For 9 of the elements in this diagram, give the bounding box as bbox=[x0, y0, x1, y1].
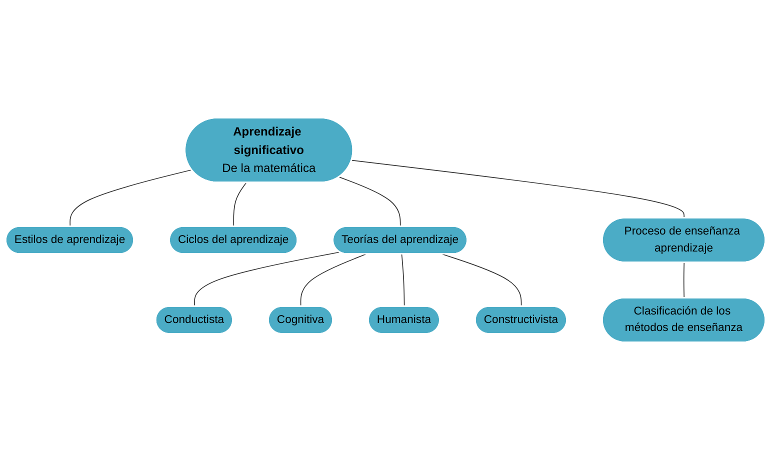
connector bbox=[338, 176, 401, 228]
connector bbox=[233, 182, 247, 228]
connector bbox=[351, 160, 685, 219]
connector bbox=[683, 262, 685, 298]
connector bbox=[194, 252, 340, 307]
connector bbox=[300, 254, 366, 307]
connector bbox=[401, 254, 405, 307]
connector bbox=[70, 170, 192, 228]
connector bbox=[442, 254, 522, 307]
